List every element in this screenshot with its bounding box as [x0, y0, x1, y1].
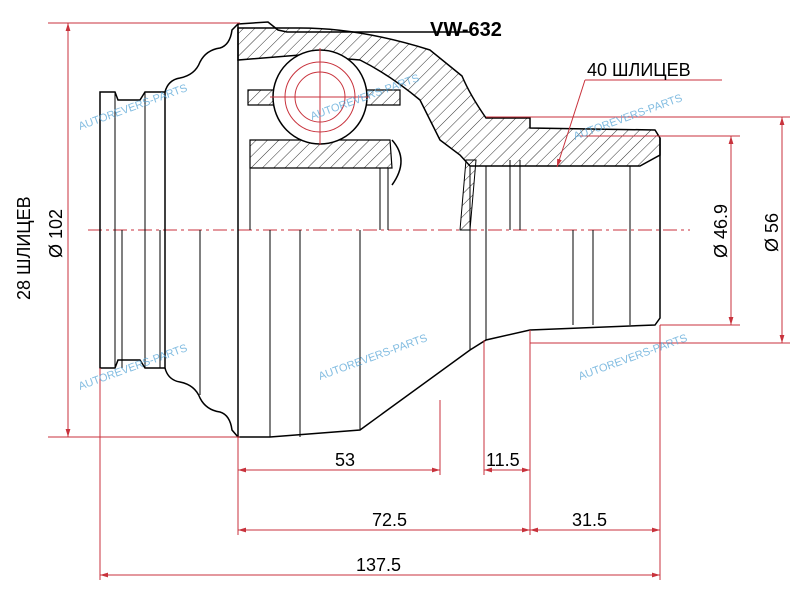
inner-race-and-ball — [247, 48, 402, 230]
watermark: AUTOREVERS-PARTS — [77, 82, 189, 133]
dim-72-5: 72.5 — [372, 510, 407, 530]
watermark: AUTOREVERS-PARTS — [317, 332, 429, 383]
shaft-outer-diameter-label: Ø 56 — [762, 213, 782, 252]
dim-137-5: 137.5 — [356, 555, 401, 575]
dim-31-5: 31.5 — [572, 510, 607, 530]
inner-spline-hub — [99, 91, 166, 369]
outer-housing — [237, 24, 661, 438]
part-number: VW-632 — [430, 19, 502, 41]
shaft-inner-diameter-label: Ø 46.9 — [711, 204, 731, 258]
outer-splines-label: 40 ШЛИЦЕВ — [587, 60, 691, 80]
watermark: AUTOREVERS-PARTS — [77, 342, 189, 393]
dimensions — [48, 22, 790, 580]
boot — [164, 21, 470, 438]
dim-11-5: 11.5 — [486, 450, 520, 470]
inner-splines-label: 28 ШЛИЦЕВ — [14, 196, 34, 300]
dim-53: 53 — [335, 450, 355, 470]
outer-diameter-label: Ø 102 — [46, 209, 66, 258]
watermark: AUTOREVERS-PARTS — [577, 332, 689, 383]
